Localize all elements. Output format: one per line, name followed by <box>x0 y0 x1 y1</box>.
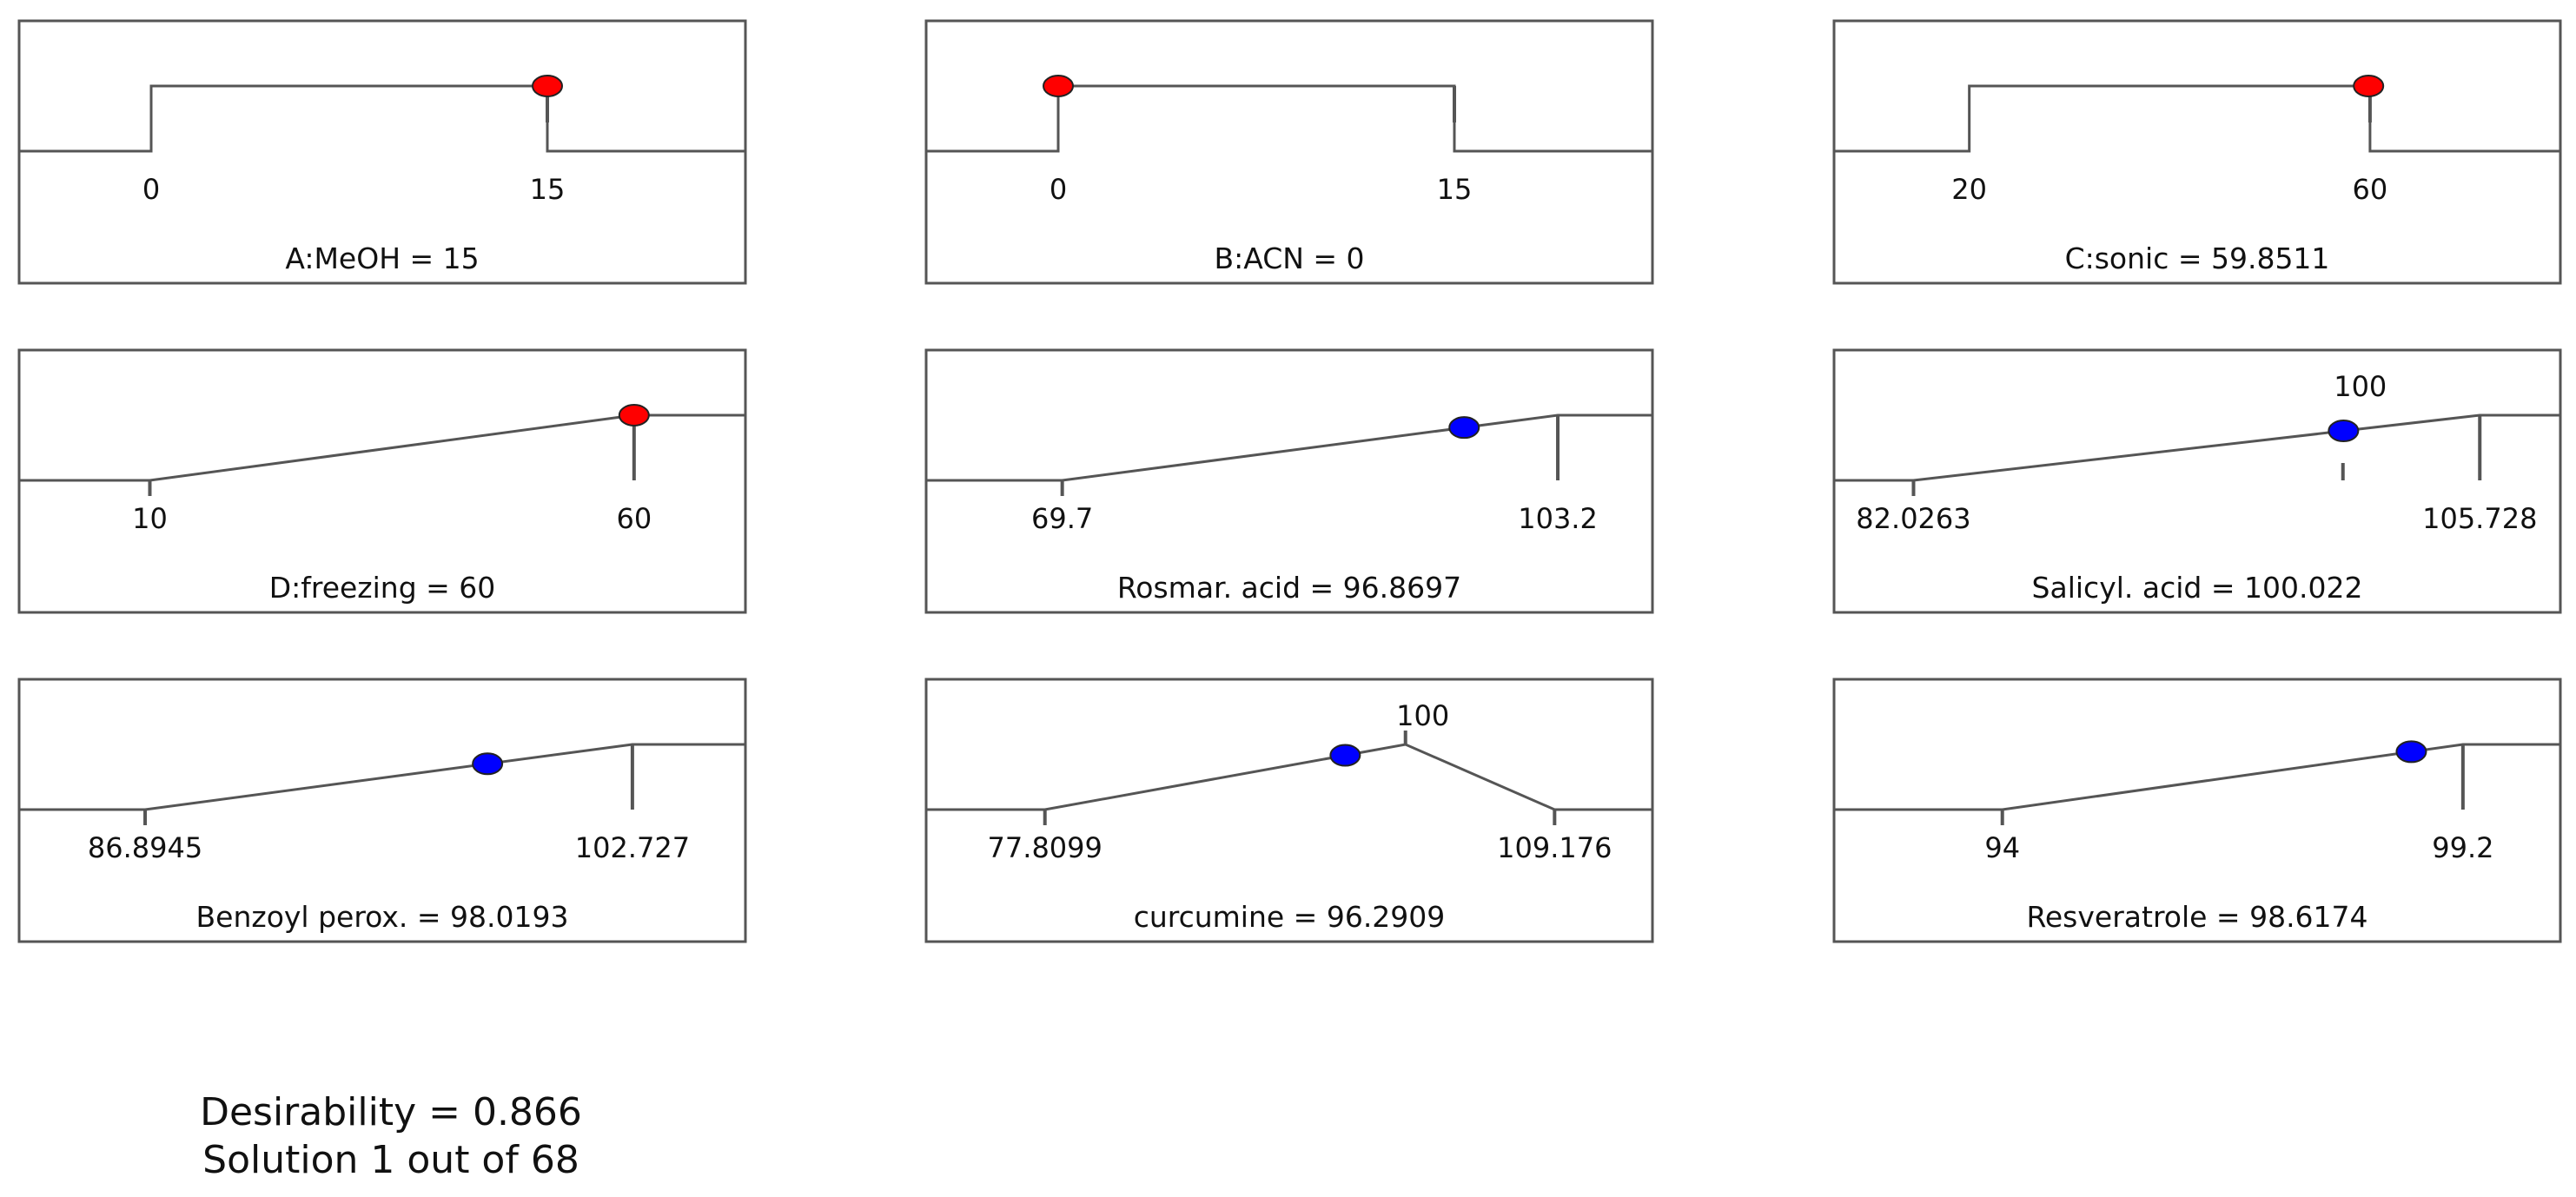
factor-label: Resveratrole = 98.6174 <box>2026 900 2367 934</box>
setting-point <box>1448 416 1480 440</box>
solution-count-text: Solution 1 out of 68 <box>202 1138 579 1182</box>
desirability-curve <box>1834 743 2560 811</box>
factor-label: B:ACN = 0 <box>1214 241 1364 275</box>
ramp-panel: 100 77.8099 109.176 curcumine = 96.2909 <box>924 678 1654 943</box>
factor-label: A:MeOH = 15 <box>285 241 479 275</box>
tick-label: 77.8099 <box>988 831 1103 864</box>
tick-label: 60 <box>616 502 652 535</box>
factor-label: Salicyl. acid = 100.022 <box>2032 571 2363 605</box>
desirability-text: Desirability = 0.866 <box>200 1090 582 1134</box>
factor-label: D:freezing = 60 <box>269 571 496 605</box>
tick-label: 0 <box>1050 173 1067 206</box>
tick-label: 103.2 <box>1518 502 1598 535</box>
setting-point <box>618 404 650 427</box>
factor-label: Benzoyl perox. = 98.0193 <box>196 900 569 934</box>
desirability-curve <box>1834 84 2560 153</box>
tick-label: 82.0263 <box>1856 502 1970 535</box>
desirability-curve <box>19 743 745 811</box>
setting-point <box>2395 740 2427 764</box>
setting-point <box>1043 75 1074 97</box>
factor-label: Rosmar. acid = 96.8697 <box>1117 571 1461 605</box>
desirability-curve <box>19 84 745 153</box>
setting-point <box>2353 75 2385 97</box>
tick-label: 99.2 <box>2432 831 2493 864</box>
desirability-curve <box>926 743 1652 811</box>
tick-label: 60 <box>2353 173 2388 206</box>
desirability-curve <box>19 413 745 482</box>
setting-point <box>2328 420 2360 443</box>
ramp-panel: 10 60D:freezing = 60 <box>17 348 747 614</box>
ramp-panel: 0 15B:ACN = 0 <box>924 19 1654 285</box>
target-label: 100 <box>1396 699 1449 732</box>
tick-label: 86.8945 <box>88 831 202 864</box>
tick-label: 15 <box>530 173 566 206</box>
tick-label: 20 <box>1951 173 1987 206</box>
desirability-curve <box>1834 413 2560 482</box>
tick-label: 109.176 <box>1497 831 1612 864</box>
factor-label: curcumine = 96.2909 <box>1134 900 1446 934</box>
tick-label: 15 <box>1437 173 1473 206</box>
desirability-curve <box>926 413 1652 482</box>
setting-point <box>472 752 504 776</box>
setting-point <box>532 75 563 97</box>
tick-label: 69.7 <box>1031 502 1093 535</box>
desirability-curve <box>926 84 1652 153</box>
tick-label: 94 <box>1984 831 2020 864</box>
tick-label: 10 <box>132 502 168 535</box>
setting-point <box>1329 744 1361 767</box>
tick-label: 0 <box>142 173 160 206</box>
tick-label: 105.728 <box>2422 502 2537 535</box>
target-label: 100 <box>2334 370 2387 403</box>
ramp-panel: 20 60C:sonic = 59.8511 <box>1832 19 2562 285</box>
tick-label: 102.727 <box>575 831 690 864</box>
factor-label: C:sonic = 59.8511 <box>2065 241 2330 275</box>
ramp-panel: 0 15A:MeOH = 15 <box>17 19 747 285</box>
